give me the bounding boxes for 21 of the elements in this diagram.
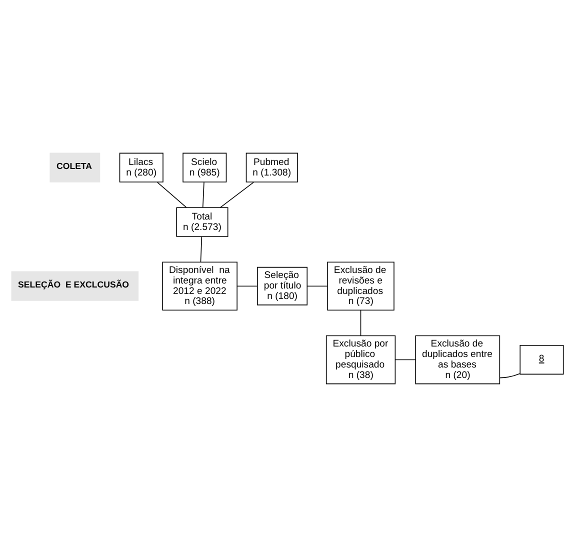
- connector: [394, 358, 416, 360]
- node-box: Disponível na integra entre 2012 e 2022 n (388): [162, 261, 238, 310]
- node-box: Pubmed n (1.308): [246, 152, 298, 182]
- node-box: Scielo n (985): [182, 152, 227, 182]
- connector: [156, 181, 187, 208]
- node-box: Lilacs n (280): [119, 152, 164, 182]
- node-box: Total n (2.573): [176, 206, 228, 236]
- node-box: Seleção por título n (180): [257, 266, 308, 305]
- node-box: 8: [520, 344, 564, 374]
- node-box: Exclusão de duplicados entre as bases n (20): [415, 334, 500, 384]
- node-box: COLETA: [50, 152, 100, 182]
- connector: [306, 285, 328, 286]
- node-box: Exclusão por público pesquisado n (38): [326, 334, 396, 384]
- connector: [202, 181, 204, 208]
- node-box: Exclusão de revisões e duplicados n (73): [327, 261, 394, 310]
- connector: [236, 285, 258, 286]
- connector: [360, 310, 362, 336]
- node-box: SELEÇÃO E EXCLCUSÃO: [11, 270, 139, 300]
- connector: [500, 372, 520, 378]
- connector: [220, 181, 254, 208]
- connector: [200, 236, 202, 262]
